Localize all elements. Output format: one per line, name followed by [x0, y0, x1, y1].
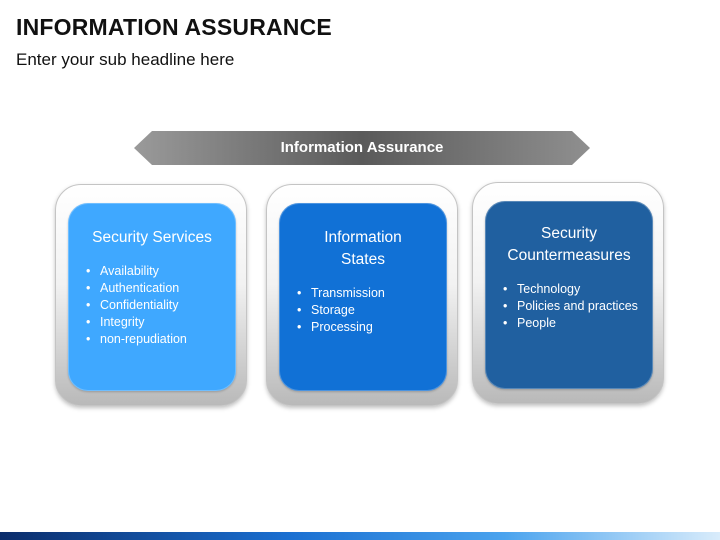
card-title-line: States — [341, 251, 385, 268]
card-title: Security Services — [80, 227, 224, 249]
card-security-countermeasures: Security Countermeasures Technology Poli… — [472, 182, 664, 404]
list-item: non-repudiation — [86, 331, 224, 348]
card-security-services: Security Services Availability Authentic… — [55, 184, 247, 406]
list-item: Processing — [297, 319, 435, 336]
slide-subtitle: Enter your sub headline here — [16, 50, 235, 69]
card-bullet-list: Transmission Storage Processing — [291, 285, 435, 336]
list-item: Confidentiality — [86, 297, 224, 314]
list-item: Policies and practices — [503, 298, 641, 315]
card-inner-panel: Security Countermeasures Technology Poli… — [485, 201, 653, 389]
card-title: Security Countermeasures — [497, 223, 641, 267]
list-item: Technology — [503, 281, 641, 298]
card-title-line: Countermeasures — [507, 247, 631, 264]
card-information-states: Information States Transmission Storage … — [266, 184, 458, 406]
list-item: Authentication — [86, 280, 224, 297]
banner-arrow-shape — [134, 131, 590, 165]
card-title-line: Security — [541, 225, 597, 242]
card-inner-panel: Security Services Availability Authentic… — [68, 203, 236, 391]
card-title-line: Security Services — [92, 229, 212, 246]
card-inner-panel: Information States Transmission Storage … — [279, 203, 447, 391]
card-bullet-list: Technology Policies and practices People — [497, 281, 641, 332]
list-item: Integrity — [86, 314, 224, 331]
slide-title: INFORMATION ASSURANCE — [16, 14, 332, 40]
list-item: Transmission — [297, 285, 435, 302]
banner-label: Information Assurance — [280, 139, 444, 156]
info-assurance-banner: Information Assurance — [134, 131, 590, 165]
list-item: Availability — [86, 263, 224, 280]
bottom-accent-bar — [0, 532, 720, 540]
list-item: Storage — [297, 302, 435, 319]
card-title: Information States — [291, 227, 435, 271]
list-item: People — [503, 315, 641, 332]
card-title-line: Information — [324, 229, 402, 246]
card-bullet-list: Availability Authentication Confidential… — [80, 263, 224, 348]
